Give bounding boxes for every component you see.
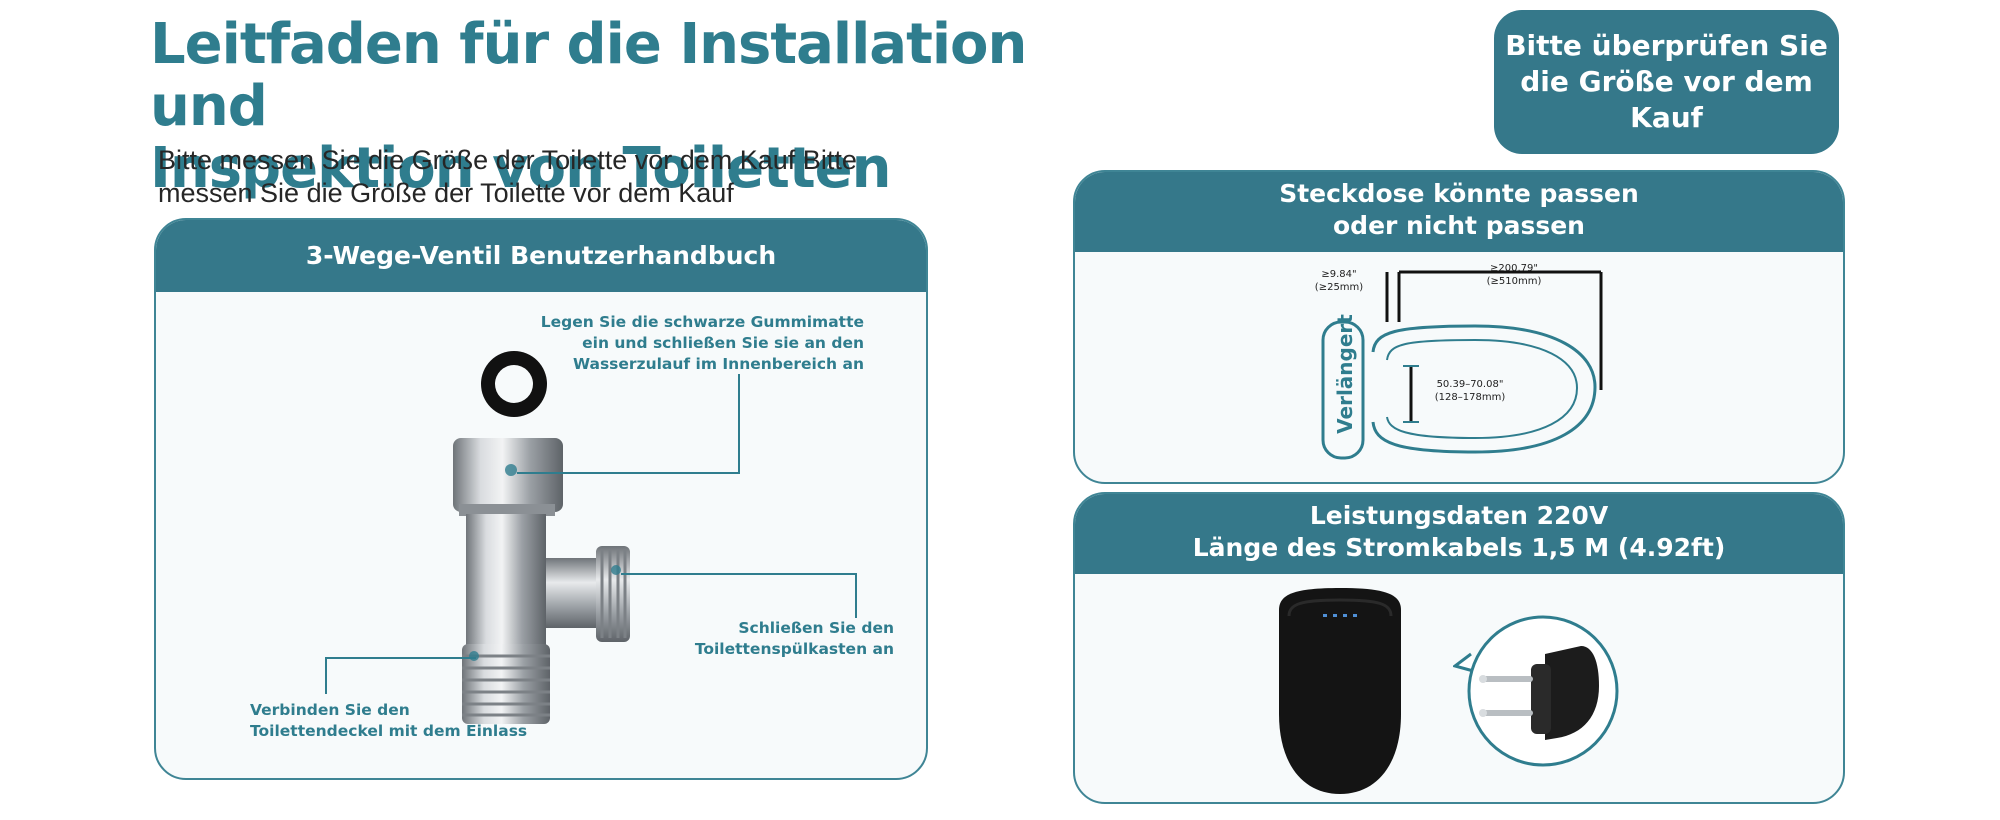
callout-washer-line-3: Wasserzulauf im Innenbereich an: [572, 355, 864, 373]
dimension-mid: 50.39–70.08" (128–178mm): [1425, 378, 1515, 404]
dimension-left: ≥9.84" (≥25mm): [1307, 268, 1371, 294]
toilet-seat-outline-icon: [1321, 270, 1603, 460]
valve-card-header: 3-Wege-Ventil Benutzerhandbuch: [156, 220, 926, 292]
dimension-mid-mm: (128–178mm): [1434, 392, 1506, 403]
outlet-fit-card: Steckdose könnte passen oder nicht passe…: [1073, 170, 1845, 484]
badge-line-2: die Größe vor dem Kauf: [1520, 65, 1813, 134]
page-title: Leitfaden für die Installation und Inspe…: [150, 14, 1050, 200]
callout-washer: Legen Sie die schwarze Gummimatte ein un…: [534, 312, 864, 375]
callout-tank-line-2: Toilettenspülkasten an: [694, 640, 894, 658]
valve-tee-icon: [453, 438, 630, 724]
outlet-card-title-2: oder nicht passen: [1333, 211, 1585, 240]
dimension-top: ≥200.79" (≥510mm): [1469, 262, 1559, 288]
dimension-mid-inch: 50.39–70.08": [1436, 379, 1504, 390]
extension-label: Verlängert: [1333, 314, 1357, 434]
power-card-header: Leistungsdaten 220V Länge des Stromkabel…: [1075, 494, 1843, 574]
valve-illustration: [325, 351, 857, 724]
callout-tank: Schließen Sie den Toilettenspülkasten an: [654, 618, 894, 660]
valve-manual-card: 3-Wege-Ventil Benutzerhandbuch: [154, 218, 928, 780]
dimension-top-mm: (≥510mm): [1486, 276, 1542, 287]
power-card-title-2: Länge des Stromkabels 1,5 M (4.92ft): [1192, 533, 1726, 562]
callout-inlet: Verbinden Sie den Toilettendeckel mit de…: [250, 700, 530, 742]
badge-line-1: Bitte überprüfen Sie: [1505, 29, 1828, 62]
title-line-1: Leitfaden für die Installation und: [150, 12, 1027, 139]
power-card-title-1: Leistungsdaten 220V: [1309, 501, 1609, 530]
dimension-left-mm: (≥25mm): [1314, 282, 1364, 293]
title-line-2: Inspektion von Toiletten: [150, 136, 891, 201]
outlet-card-header: Steckdose könnte passen oder nicht passe…: [1075, 172, 1843, 252]
size-check-badge: Bitte überprüfen Sie die Größe vor dem K…: [1494, 10, 1839, 154]
dimension-top-inch: ≥200.79": [1490, 263, 1538, 274]
power-specs-card: Leistungsdaten 220V Länge des Stromkabel…: [1073, 492, 1845, 804]
callout-washer-line-2: ein und schließen Sie sie an den: [582, 334, 864, 352]
callout-washer-line-1: Legen Sie die schwarze Gummimatte: [540, 313, 864, 331]
toilet-seat-black-icon: [1279, 588, 1401, 794]
callout-tank-line-1: Schließen Sie den: [738, 619, 894, 637]
valve-card-title: 3-Wege-Ventil Benutzerhandbuch: [305, 241, 777, 270]
outlet-card-title-1: Steckdose könnte passen: [1279, 179, 1639, 208]
eu-plug-icon: [1453, 615, 1619, 767]
rubber-washer-icon: [481, 351, 547, 417]
callout-inlet-line-2: Toilettendeckel mit dem Einlass: [250, 722, 528, 740]
dimension-left-inch: ≥9.84": [1321, 269, 1357, 280]
callout-inlet-line-1: Verbinden Sie den: [250, 701, 410, 719]
page-subtitle: Bitte messen Sie die Größe der Toilette …: [158, 145, 857, 208]
